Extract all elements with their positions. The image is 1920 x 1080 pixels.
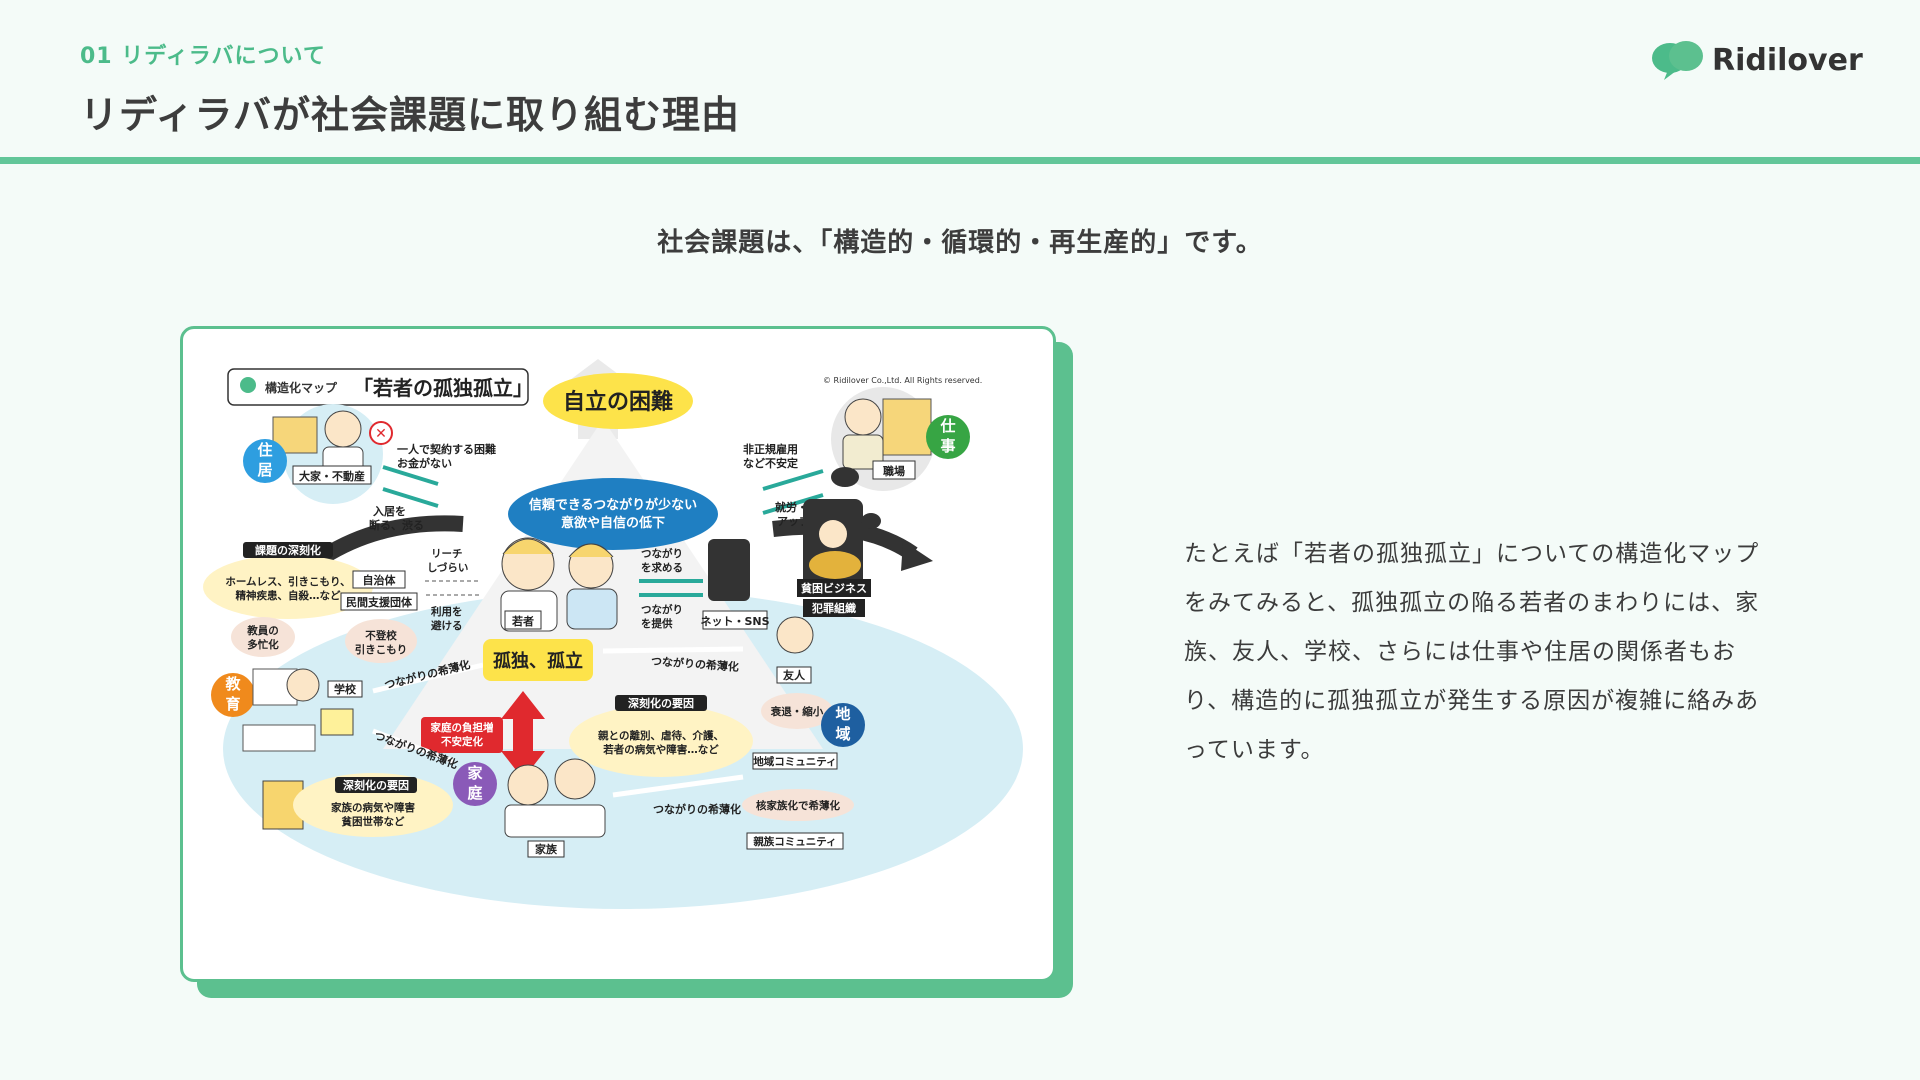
- worker-person-icon: [845, 399, 881, 435]
- work-person: 職場: [883, 464, 905, 478]
- region-tag: 地: [835, 705, 850, 723]
- support-org: 民間支援団体: [346, 595, 413, 609]
- map-title: 「若者の孤独孤立」: [353, 376, 533, 400]
- header: 01 リディラバについて リディラバが社会課題に取り組む理由 Ridilover: [0, 0, 1920, 158]
- deepen-factor-b1: 家族の病気や障害: [331, 801, 415, 814]
- weaken-3: つながりの希薄化: [653, 802, 741, 816]
- deep-title: 課題の深刻化: [255, 543, 321, 557]
- svg-text:育: 育: [225, 695, 240, 713]
- school-label: 学校: [334, 682, 357, 696]
- school-teacher-1: 教員の: [246, 624, 279, 637]
- housing-person: 大家・不動産: [299, 469, 365, 483]
- logo-text: Ridilover: [1712, 43, 1863, 78]
- housing-arrow-1: 入居を: [373, 505, 406, 518]
- family-label: 家族: [535, 842, 558, 856]
- avoid-1: 利用を: [431, 605, 463, 618]
- logo: Ridilover: [1650, 38, 1863, 82]
- description: たとえば「若者の孤独孤立」についての構造化マップをみてみると、孤独孤立の陥る若者…: [1184, 530, 1774, 775]
- work-note-2: など不安定: [743, 456, 798, 470]
- nuclear: 核家族化で希薄化: [756, 799, 840, 812]
- svg-text:居: 居: [257, 461, 272, 479]
- phone-icon: [708, 539, 750, 601]
- friends-label: 友人: [783, 668, 806, 682]
- seek-2: を求める: [641, 561, 683, 574]
- family-burden-2: 不安定化: [441, 735, 483, 748]
- isolation: 孤独、孤立: [493, 650, 583, 672]
- page-title: リディラバが社会課題に取り組む理由: [80, 84, 740, 139]
- center-bubble-line1: 信頼できるつながりが少ない: [529, 497, 697, 513]
- local-gov: 自治体: [363, 573, 397, 587]
- absent-2: 引きこもり: [355, 643, 408, 656]
- family-tag: 家: [467, 764, 482, 782]
- landlord-person-icon: [325, 411, 361, 447]
- work-note-1: 非正規雇用: [743, 442, 798, 456]
- net-sns: ネット・SNS: [700, 615, 769, 628]
- housing-note-1: 一人で契約する困難: [397, 442, 496, 456]
- work-arrow-up: [763, 471, 823, 489]
- family-burden-1: 家庭の負担増: [431, 721, 494, 734]
- deepen-factor: 深刻化の要因: [628, 696, 694, 710]
- deepen-factor-2: 若者の病気や障害…など: [602, 743, 719, 756]
- edu-tag: 教: [224, 675, 241, 693]
- provide-2: を提供: [641, 617, 673, 630]
- svg-text:✕: ✕: [375, 426, 387, 442]
- structure-map: 構造化マップ 「若者の孤独孤立」 © Ridilover Co.,Ltd. Al…: [183, 329, 1053, 979]
- deepen-factor-1: 親との離別、虐待、介護、: [598, 729, 724, 742]
- mother-person-icon: [508, 765, 548, 805]
- deep-line-1: ホームレス、引きこもり、: [225, 575, 350, 588]
- deep-line-2: 精神疾患、自殺…など: [236, 589, 341, 602]
- school-teacher-2: 多忙化: [247, 638, 279, 651]
- housing-arrow-2: 断る、渋る: [369, 518, 424, 532]
- housing-tag: 住: [257, 441, 272, 459]
- svg-text:域: 域: [835, 725, 850, 743]
- speech-bubble-logo-icon: [1650, 38, 1706, 82]
- header-rule: [0, 157, 1920, 164]
- map-label: 構造化マップ: [265, 380, 338, 395]
- housing-note-2: お金がない: [397, 456, 452, 470]
- absent-1: 不登校: [365, 629, 397, 642]
- structure-map-card: 構造化マップ 「若者の孤独孤立」 © Ridilover Co.,Ltd. Al…: [180, 326, 1056, 982]
- center-bubble: [508, 478, 718, 550]
- center-bubble-line2: 意欲や自信の低下: [561, 515, 665, 531]
- deepen-factor-b: 深刻化の要因: [343, 778, 409, 792]
- copyright: © Ridilover Co.,Ltd. All Rights reserved…: [823, 376, 982, 385]
- speech-dots-icon: [831, 467, 859, 487]
- svg-text:庭: 庭: [467, 784, 483, 802]
- youth-label: 若者: [512, 614, 534, 628]
- community: 地域コミュニティ: [753, 755, 836, 768]
- tagline: 社会課題は、「構造的・循環的・再生産的」です。: [0, 222, 1920, 259]
- mini-logo-icon: [240, 377, 256, 393]
- avoid-2: 避ける: [430, 619, 463, 632]
- poverty-biz: 貧困ビジネス: [801, 581, 867, 595]
- work-tag: 仕: [939, 417, 955, 435]
- father-person-icon: [555, 759, 595, 799]
- svg-text:事: 事: [940, 437, 955, 455]
- top-goal: 自立の困難: [563, 389, 673, 415]
- friend-person-icon: [777, 617, 813, 653]
- reach-1: リーチ: [431, 548, 463, 560]
- relatives: 親族コミュニティ: [753, 835, 836, 848]
- deepen-factor-b2: 貧困世帯など: [342, 815, 405, 828]
- section-label: 01 リディラバについて: [80, 38, 326, 70]
- seek-1: つながり: [641, 547, 683, 560]
- crime-org: 犯罪組織: [811, 601, 856, 615]
- housing-arrow-down: [383, 489, 438, 506]
- provide-1: つながり: [641, 603, 683, 616]
- reach-2: しづらい: [427, 561, 468, 574]
- teacher-person-icon: [287, 669, 319, 701]
- decline: 衰退・縮小: [770, 705, 824, 718]
